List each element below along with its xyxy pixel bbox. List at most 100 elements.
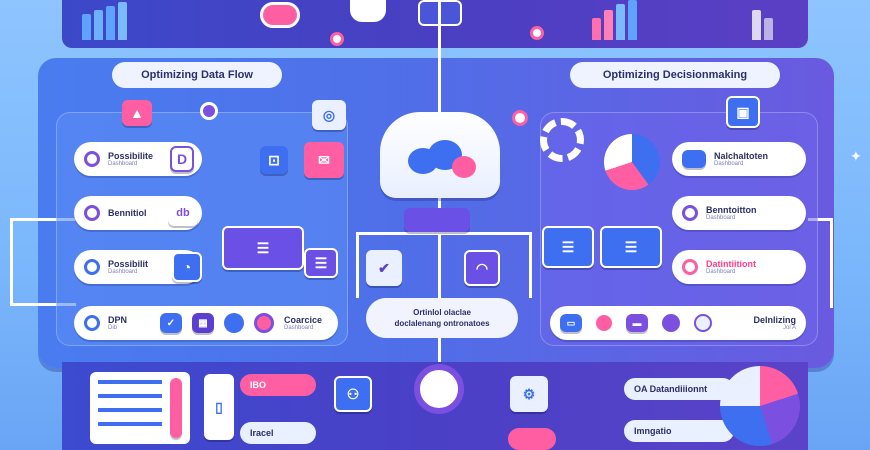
card-icon — [682, 150, 706, 168]
radio-icon — [682, 205, 698, 221]
right-item-4-sub: Jol A — [782, 325, 796, 331]
right-item-3-label: Datintiitiont — [706, 259, 756, 269]
document-stack-icon[interactable]: ☰ — [222, 226, 304, 270]
connector-line — [10, 218, 76, 221]
right-bottom-tag1[interactable]: OA Datandiiionnt — [624, 378, 734, 400]
bar-mark — [628, 0, 637, 40]
right-item-4[interactable]: ▭ ▬ Delnlizing Jol A — [550, 306, 806, 340]
bar-mark — [616, 4, 625, 40]
grid-icon[interactable]: ▦ — [192, 313, 214, 333]
right-item-4-label: Delnlizing — [753, 315, 797, 325]
connector-block — [404, 208, 470, 232]
radio-icon — [84, 205, 100, 221]
gear-icon[interactable] — [540, 118, 584, 162]
bar-mark — [592, 18, 601, 40]
bar-mark — [752, 10, 761, 40]
connector-line — [356, 232, 359, 298]
connector-line — [10, 303, 76, 306]
cloud-icon — [452, 156, 476, 178]
checklist-icon[interactable]: ✔ — [366, 250, 402, 286]
refresh-icon[interactable]: ◔ — [172, 252, 202, 282]
left-tag-sub: Dashboard — [284, 325, 314, 331]
left-tag-label: Coarcice — [284, 315, 323, 325]
center-note: Ortinlol olaclae doclalenang ontronatoes — [366, 298, 518, 338]
checkbox-column — [170, 378, 182, 438]
chat-icon[interactable] — [254, 313, 274, 333]
pink-pill — [508, 428, 556, 450]
db-badge: db — [168, 200, 198, 226]
image-icon[interactable]: ▲ — [122, 100, 152, 126]
mail-icon[interactable]: ✉ — [304, 142, 344, 178]
left-item-4-label: DPN — [108, 315, 128, 325]
window-icon[interactable]: ▣ — [726, 96, 760, 128]
node-icon — [662, 314, 680, 332]
node-icon — [200, 102, 218, 120]
right-item-1[interactable]: Nalchaltoten Dashboard — [672, 142, 806, 176]
right-item-1-sub: Dashboard — [714, 161, 744, 167]
list-line — [98, 394, 162, 398]
chat-icon[interactable] — [224, 313, 244, 333]
gauge-icon[interactable]: ◠ — [464, 250, 500, 286]
logo-circle — [414, 364, 464, 414]
radio-icon — [84, 315, 100, 331]
node-icon — [330, 32, 344, 46]
list-icon[interactable]: ☰ — [304, 248, 338, 278]
list-line — [98, 422, 162, 426]
check-icon[interactable]: ✓ — [160, 313, 182, 333]
sparkle-icon: ✦ — [850, 148, 862, 164]
center-note-line1: Ortinlol olaclae — [413, 308, 471, 317]
bar-mark — [106, 6, 115, 40]
right-item-1-label: Nalchaltoten — [714, 151, 769, 161]
image-icon[interactable]: ▭ — [560, 314, 582, 332]
node-icon — [596, 315, 612, 331]
connector-line — [808, 218, 832, 221]
bar-mark — [82, 14, 91, 40]
list-line — [98, 408, 162, 412]
left-item-4-sub: Dib — [108, 325, 118, 331]
cloud-card — [380, 112, 500, 198]
phone-icon[interactable]: ▯ — [204, 374, 234, 440]
gear-icon — [350, 0, 386, 22]
connector-line — [830, 218, 833, 308]
right-item-3[interactable]: Datintiitiont Dashboard — [672, 250, 806, 284]
pie-chart-icon — [260, 2, 300, 28]
left-bottom-tag1[interactable]: IBO — [240, 374, 316, 396]
node-icon — [512, 110, 528, 126]
bar-mark — [118, 2, 127, 40]
left-item-1-sub: Dashboard — [108, 161, 138, 167]
right-item-2-sub: Dashboard — [706, 215, 736, 221]
left-section-title: Optimizing Data Flow — [112, 62, 282, 88]
right-section-title: Optimizing Decisionmaking — [570, 62, 780, 88]
right-item-2[interactable]: Benntoitton Dashboard — [672, 196, 806, 230]
list-line — [98, 380, 162, 384]
right-item-2-label: Benntoitton — [706, 205, 757, 215]
gear-icon[interactable]: ⚙ — [510, 376, 548, 412]
left-bottom-tag2[interactable]: Iracel — [240, 422, 316, 444]
bar-mark — [94, 10, 103, 40]
doc-badge: D — [170, 146, 194, 172]
clock-icon — [694, 314, 712, 332]
table-icon[interactable]: ☰ — [542, 226, 594, 268]
left-item-1-label: Possibilite — [108, 151, 154, 161]
lock-icon[interactable]: ⊡ — [260, 146, 288, 174]
table-icon[interactable]: ☰ — [600, 226, 662, 268]
left-item-3-sub: Dashboard — [108, 269, 138, 275]
search-icon[interactable]: ◎ — [312, 100, 346, 130]
node-icon — [530, 26, 544, 40]
left-item-3-label: Possibilit — [108, 259, 149, 269]
radio-icon — [84, 259, 100, 275]
radio-icon — [84, 151, 100, 167]
pie-chart-icon — [720, 366, 800, 446]
pie-chart-icon — [604, 134, 660, 190]
bar-mark — [604, 10, 613, 40]
radio-icon — [682, 259, 698, 275]
connector-line — [356, 232, 532, 235]
left-item-4[interactable]: DPN Dib ✓ ▦ Coarcice Dashboard — [74, 306, 338, 340]
connector-line — [529, 232, 532, 298]
connector-line — [438, 0, 441, 112]
folder-icon[interactable]: ▬ — [626, 314, 648, 332]
connector-line — [10, 218, 13, 306]
bar-mark — [764, 18, 773, 40]
right-bottom-tag2[interactable]: Imngatio — [624, 420, 734, 442]
user-icon[interactable]: ⚇ — [334, 376, 372, 412]
